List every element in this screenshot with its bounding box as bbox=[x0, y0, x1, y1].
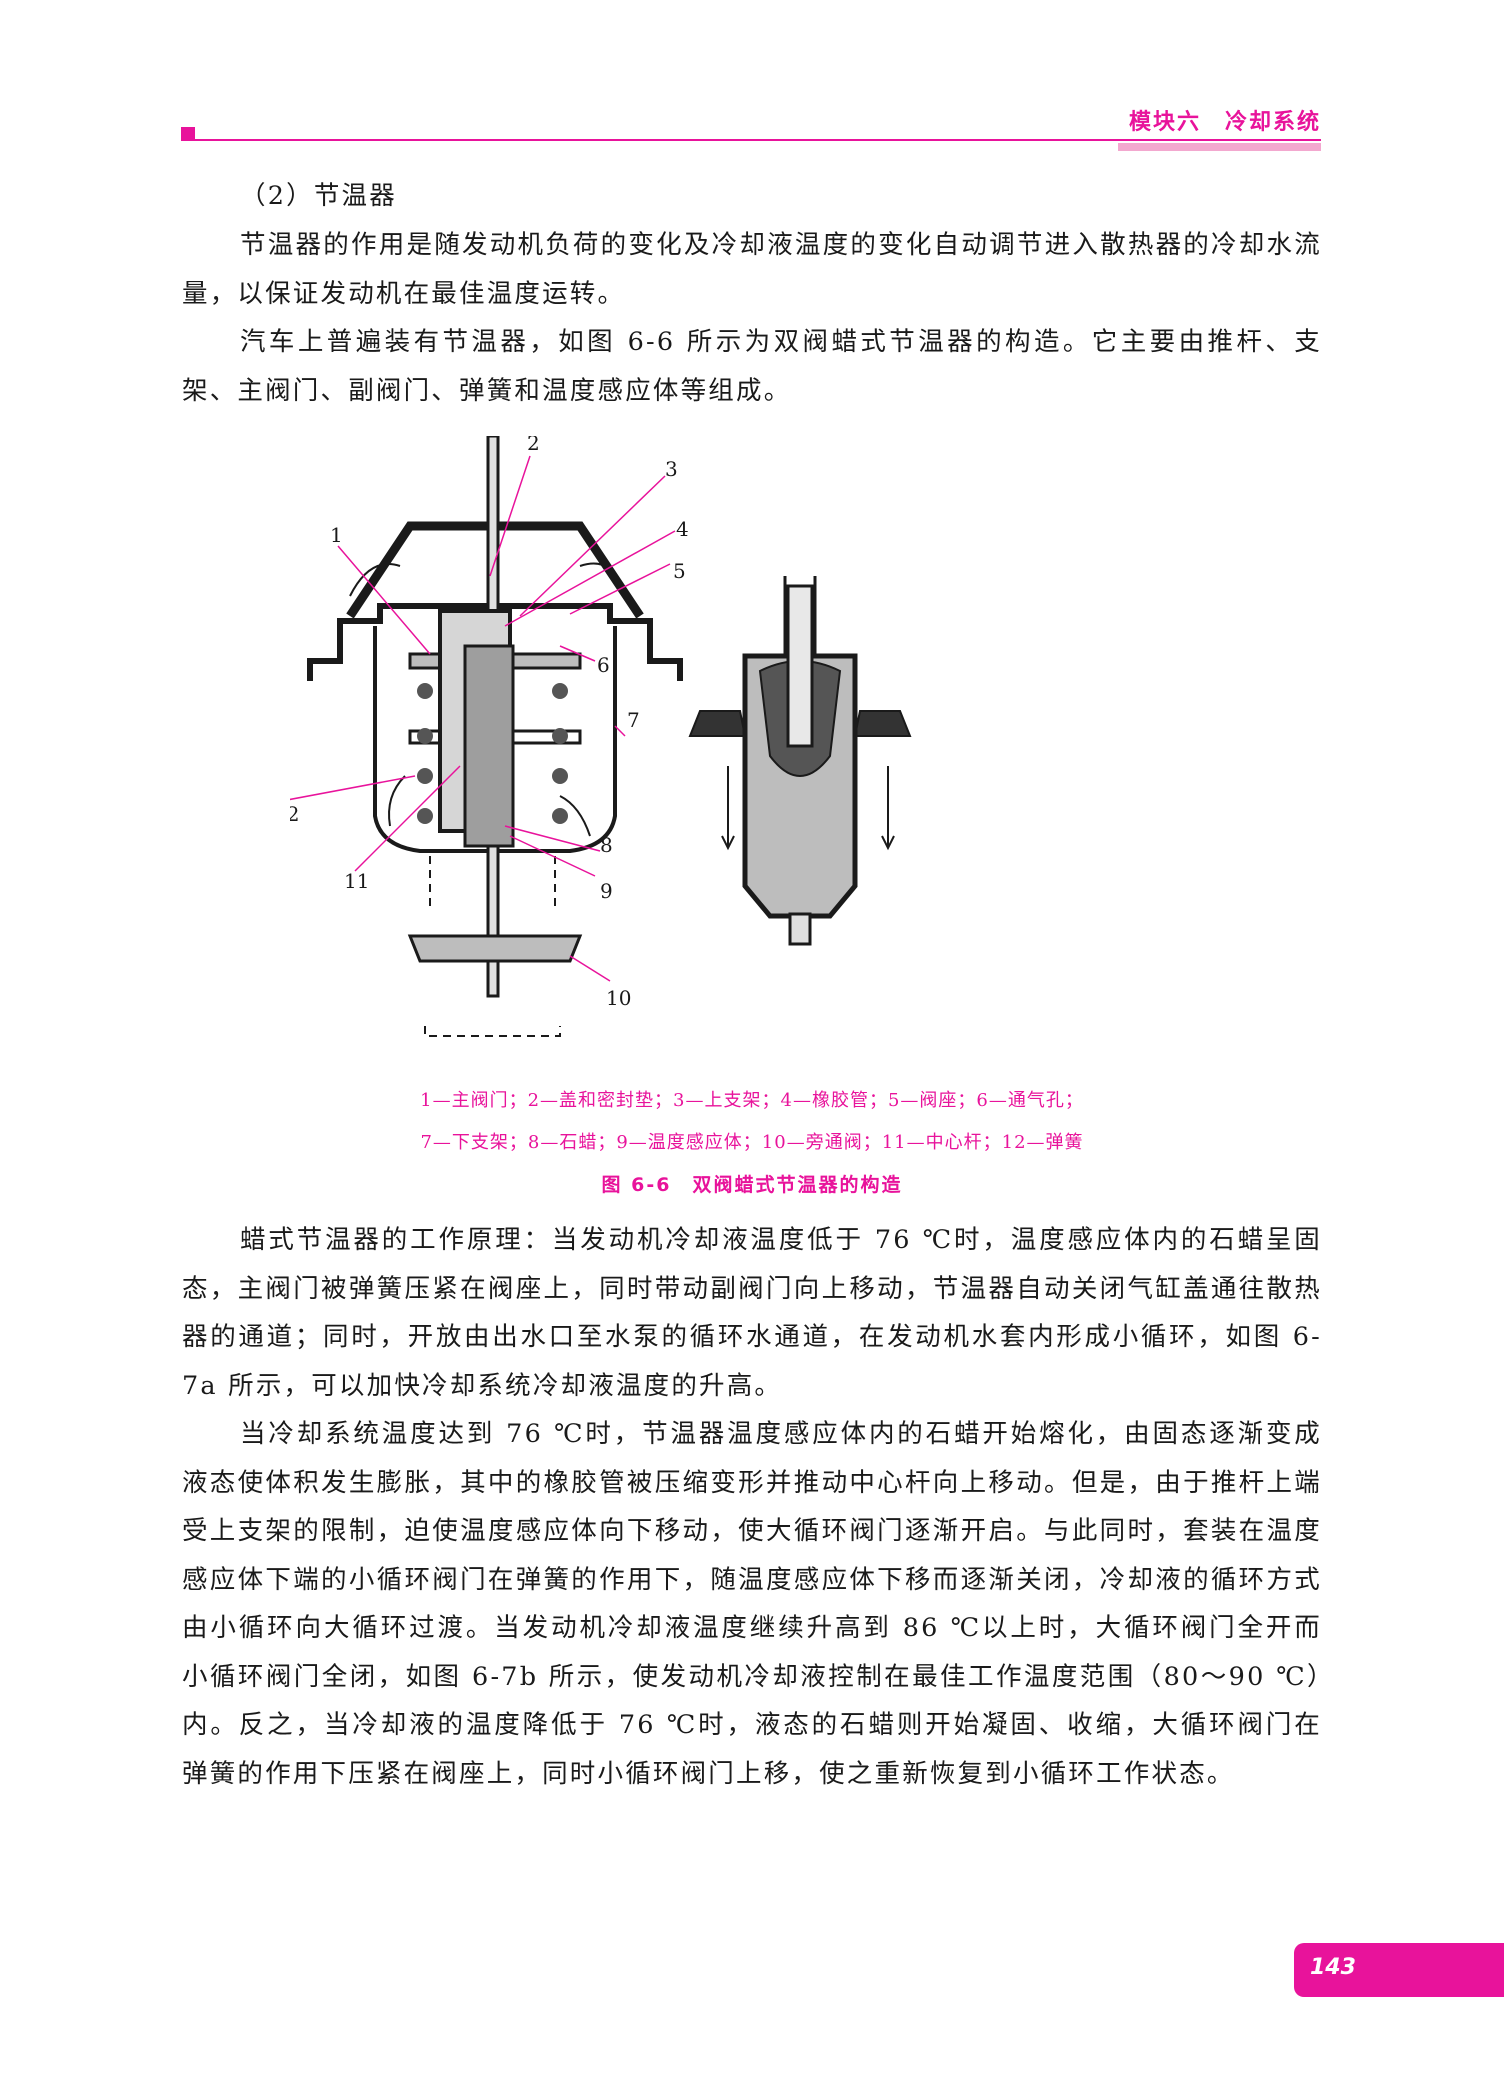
part-label-9: 9 bbox=[600, 879, 613, 903]
thermostat-diagram: 1 2 3 4 5 6 7 8 9 10 11 12 bbox=[254, 431, 912, 1037]
figure-caption-line-2: 7—下支架；8—石蜡；9—温度感应体；10—旁通阀；11—中心杆；12—弹簧 bbox=[420, 1132, 1084, 1153]
part-label-4: 4 bbox=[676, 517, 689, 541]
part-label-2: 2 bbox=[527, 436, 540, 455]
wax-chamber bbox=[463, 644, 515, 848]
header-rule bbox=[195, 139, 1321, 141]
figure-caption-line-1: 1—主阀门；2—盖和密封垫；3—上支架；4—橡胶管；5—阀座；6—通气孔； bbox=[420, 1090, 1084, 1111]
intro-paragraph: 节温器的作用是随发动机负荷的变化及冷却液温度的变化自动调节进入散热器的冷却水流量… bbox=[182, 230, 1322, 309]
part-label-3: 3 bbox=[665, 457, 678, 481]
bypass-valve bbox=[407, 934, 583, 963]
part-label-8: 8 bbox=[600, 833, 613, 857]
part-label-10: 10 bbox=[606, 986, 631, 1010]
header-marker bbox=[181, 127, 195, 141]
intro-text: 节温器的作用是随发动机负荷的变化及冷却液温度的变化自动调节进入散热器的冷却水流量… bbox=[182, 221, 1322, 415]
page-number: 143 bbox=[1310, 1955, 1356, 1980]
part-label-5: 5 bbox=[673, 559, 686, 583]
body-paragraph: 蜡式节温器的工作原理：当发动机冷却液温度低于 76 ℃时，温度感应体内的石蜡呈固… bbox=[182, 1225, 1322, 1401]
part-label-12: 12 bbox=[290, 802, 299, 826]
intro-paragraph: 汽车上普遍装有节温器，如图 6-6 所示为双阀蜡式节温器的构造。它主要由推杆、支… bbox=[182, 327, 1322, 406]
page-number-tab bbox=[1294, 1943, 1504, 1997]
header-rule-accent bbox=[1118, 143, 1321, 151]
sensing-section-flange bbox=[688, 710, 912, 737]
lower-rod bbox=[486, 844, 500, 998]
part-label-1: 1 bbox=[330, 523, 343, 547]
part-label-7: 7 bbox=[627, 708, 640, 732]
section-heading-text: （2）节温器 bbox=[240, 181, 397, 211]
part-label-11: 11 bbox=[344, 869, 369, 893]
part-label-6: 6 bbox=[597, 653, 610, 677]
running-header-title: 模块六 冷却系统 bbox=[1128, 110, 1321, 135]
body-text: 蜡式节温器的工作原理：当发动机冷却液温度低于 76 ℃时，温度感应体内的石蜡呈固… bbox=[182, 1216, 1322, 1798]
figure-title: 图 6-6 双阀蜡式节温器的构造 bbox=[601, 1174, 903, 1196]
section-heading: （2）节温器 bbox=[240, 172, 640, 221]
figure-thermostat: 1 2 3 4 5 6 7 8 9 10 11 12 bbox=[254, 431, 1210, 1076]
body-paragraph: 当冷却系统温度达到 76 ℃时，节温器温度感应体内的石蜡开始熔化，由固态逐渐变成… bbox=[182, 1419, 1322, 1789]
section-rod bbox=[786, 584, 814, 748]
